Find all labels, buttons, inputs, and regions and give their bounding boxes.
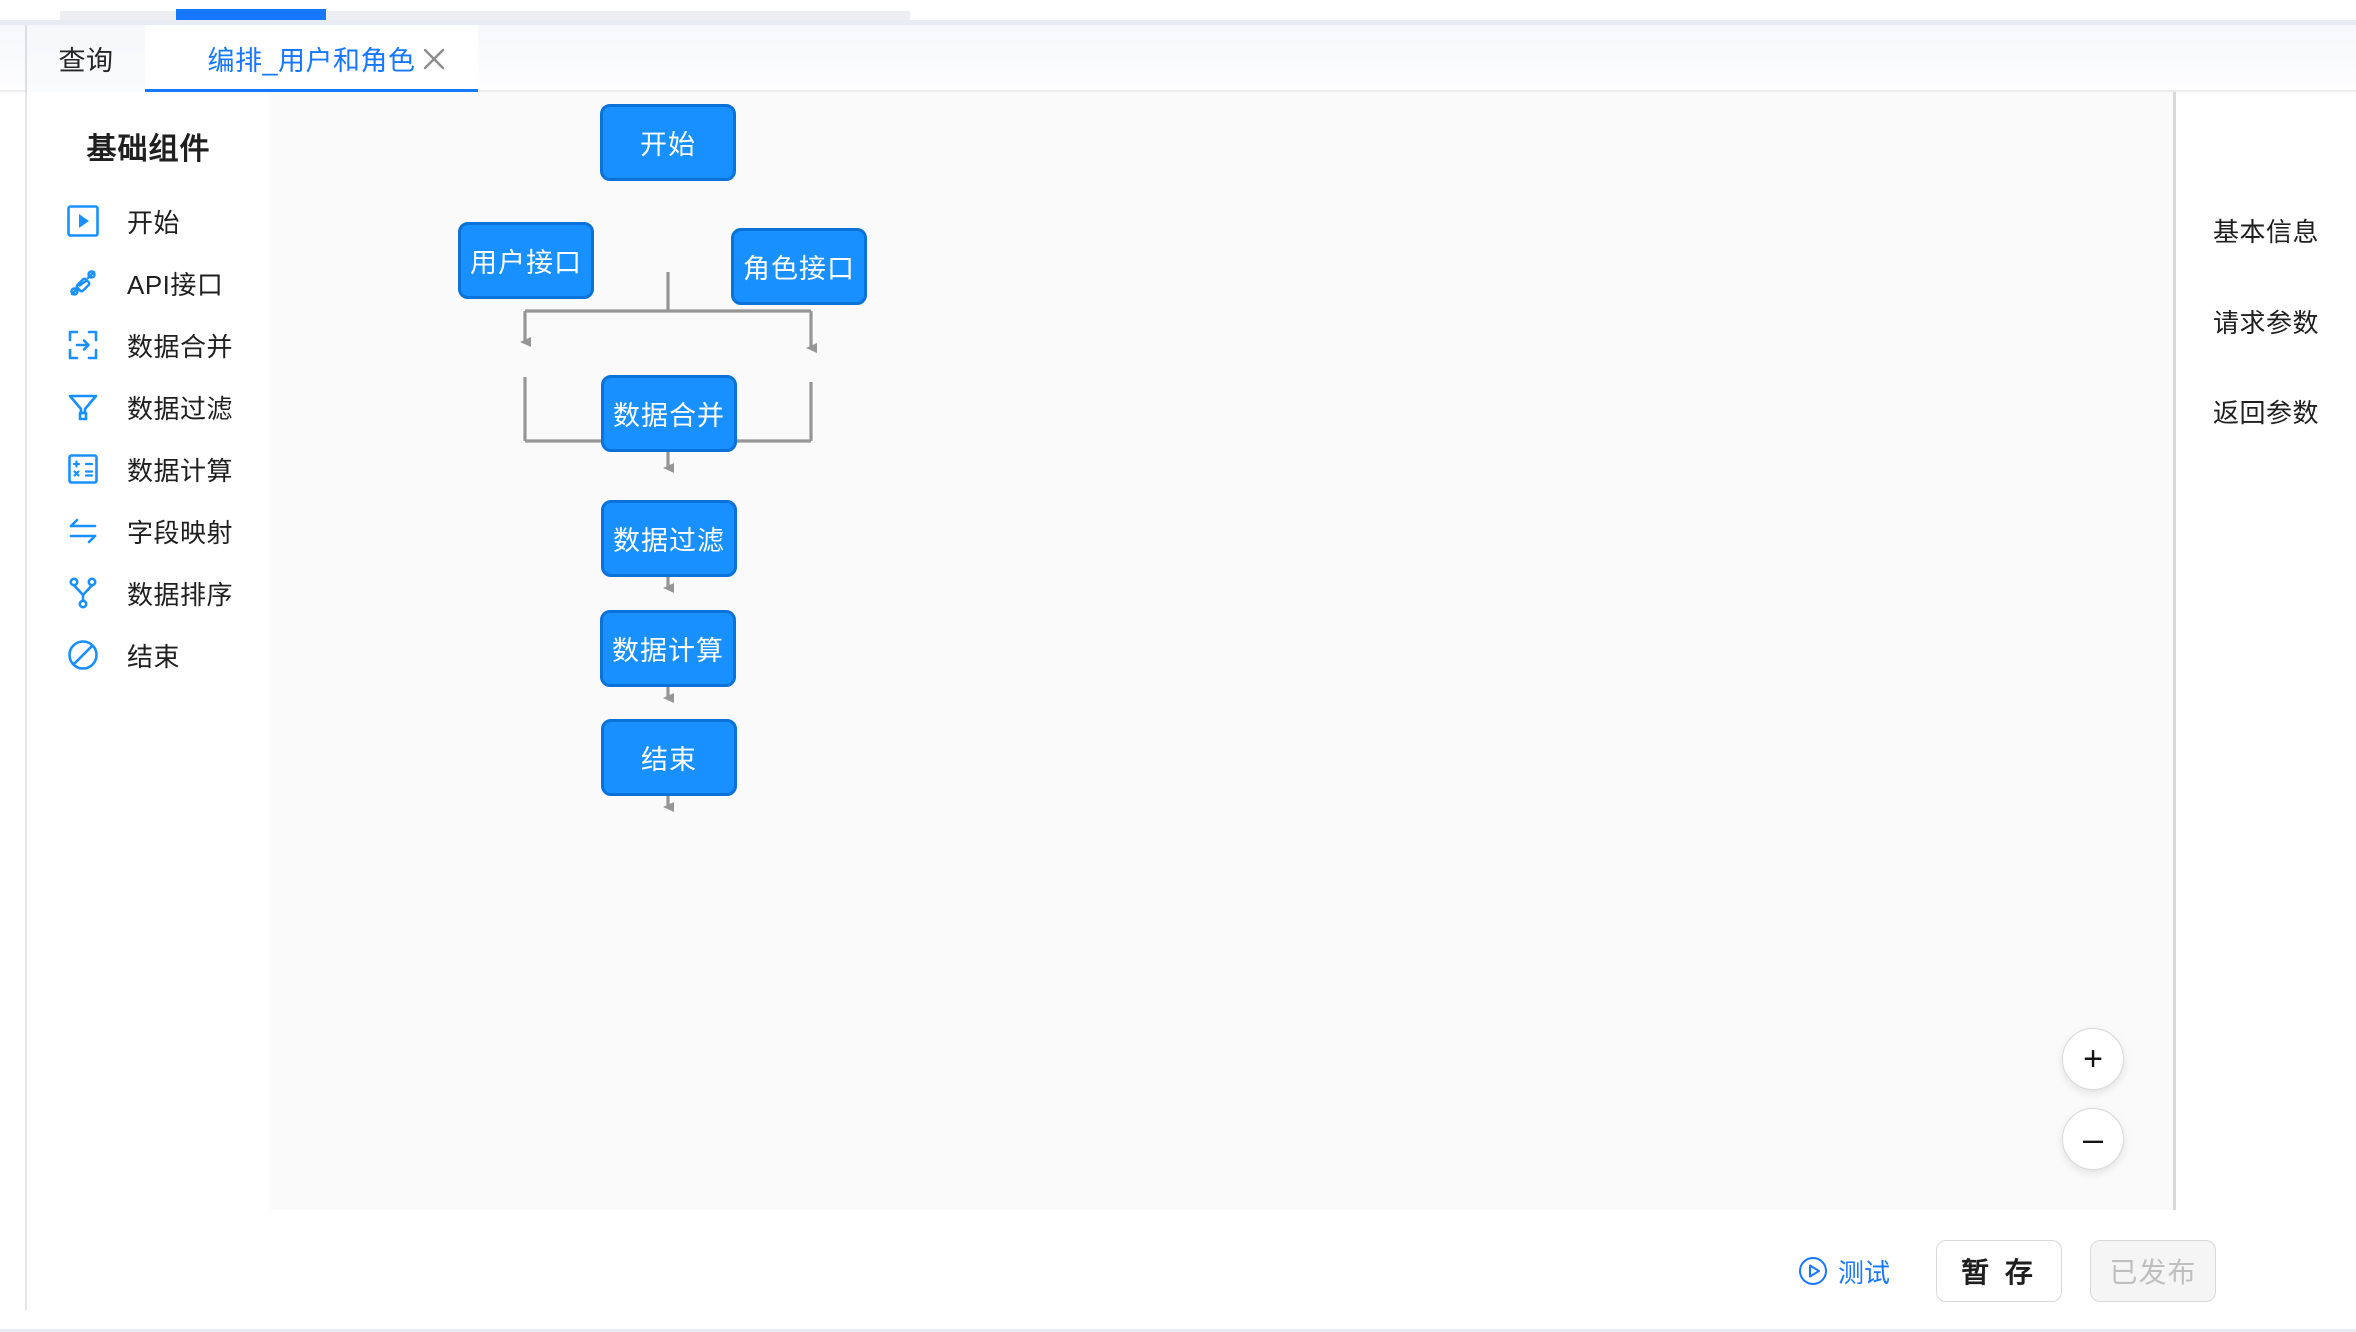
publish-button: 已发布 (2090, 1240, 2216, 1302)
mapping-arrows-icon (65, 513, 101, 549)
action-bar: 测试 暂 存 已发布 (270, 1210, 2356, 1332)
palette-title: 基础组件 (86, 133, 211, 166)
parent-tabbar-strip (0, 0, 2356, 20)
test-button[interactable]: 测试 (1798, 1253, 1890, 1290)
palette-item-list: 开始 API接口 (27, 190, 270, 686)
stop-circle-icon (65, 637, 101, 673)
palette-item-filter-label: 数据过滤 (127, 393, 234, 424)
palette-item-mapping-label: 字段映射 (127, 517, 234, 548)
play-circle-icon (1798, 1256, 1828, 1286)
merge-icon (65, 327, 101, 363)
right-panel-item-response-params[interactable]: 返回参数 (2176, 393, 2356, 430)
palette-item-merge[interactable]: 数据合并 (27, 314, 270, 376)
save-draft-label: 暂 存 (1961, 1257, 2037, 1288)
palette-item-api-label: API接口 (127, 269, 224, 300)
tabbar-left-divider (25, 25, 27, 92)
palette-item-sort-label: 数据排序 (127, 579, 234, 610)
zoom-out-label: – (2082, 1118, 2104, 1159)
right-panel-divider (2173, 92, 2176, 1210)
calculator-icon (65, 451, 101, 487)
zoom-in-button[interactable]: + (2062, 1028, 2124, 1090)
palette-left-divider (25, 92, 27, 1310)
flow-node-user-api[interactable]: 用户接口 (458, 222, 594, 299)
tab-orchestration[interactable]: 编排_用户和角色 (145, 25, 478, 94)
close-icon[interactable] (420, 45, 448, 73)
flow-node-data-compute-label: 数据计算 (612, 636, 724, 666)
top-divider (0, 20, 2356, 25)
zoom-in-label: + (2083, 1040, 2103, 1078)
parent-tabbar-background (60, 11, 910, 20)
palette-item-compute-label: 数据计算 (127, 455, 234, 486)
right-panel-item-response-params-label: 返回参数 (2212, 398, 2319, 428)
flow-node-data-filter-label: 数据过滤 (613, 526, 725, 556)
right-panel-item-basic-info-label: 基本信息 (2212, 217, 2319, 247)
zoom-out-button[interactable]: – (2062, 1108, 2124, 1170)
flow-node-user-api-label: 用户接口 (470, 248, 582, 278)
palette-item-compute[interactable]: 数据计算 (27, 438, 270, 500)
flow-node-data-compute[interactable]: 数据计算 (600, 610, 736, 687)
flow-node-end[interactable]: 结束 (601, 719, 737, 796)
right-panel-item-request-params-label: 请求参数 (2212, 308, 2319, 338)
tab-query[interactable]: 查询 (27, 25, 145, 92)
right-panel-item-request-params[interactable]: 请求参数 (2176, 303, 2356, 340)
flow-node-start[interactable]: 开始 (600, 104, 736, 181)
flow-canvas[interactable]: 开始 用户接口 角色接口 数据合并 数据过滤 数据计算 结束 (270, 92, 2173, 1210)
palette-item-start[interactable]: 开始 (27, 190, 270, 252)
parent-tab-active-indicator (176, 9, 326, 20)
bottom-divider (0, 1329, 2356, 1332)
palette-item-end-label: 结束 (127, 641, 181, 672)
component-palette: 基础组件 开始 (27, 92, 270, 1310)
palette-item-merge-label: 数据合并 (127, 331, 234, 362)
palette-item-filter[interactable]: 数据过滤 (27, 376, 270, 438)
flow-node-data-merge[interactable]: 数据合并 (601, 375, 737, 452)
publish-label: 已发布 (2109, 1257, 2197, 1288)
palette-item-start-label: 开始 (127, 207, 181, 238)
flow-node-start-label: 开始 (640, 130, 696, 160)
tab-query-label: 查询 (58, 46, 114, 76)
flow-node-data-merge-label: 数据合并 (613, 401, 725, 431)
properties-panel: 基本信息 请求参数 返回参数 (2176, 92, 2356, 1310)
play-square-icon (65, 203, 101, 239)
tab-orchestration-label: 编排_用户和角色 (207, 46, 416, 76)
flow-node-role-api[interactable]: 角色接口 (731, 228, 867, 305)
api-plug-icon (65, 265, 101, 301)
filter-funnel-icon (65, 389, 101, 425)
flow-node-role-api-label: 角色接口 (743, 254, 855, 284)
save-draft-button[interactable]: 暂 存 (1936, 1240, 2062, 1302)
palette-item-sort[interactable]: 数据排序 (27, 562, 270, 624)
branch-sort-icon (65, 575, 101, 611)
palette-item-mapping[interactable]: 字段映射 (27, 500, 270, 562)
test-button-label: 测试 (1837, 1257, 1890, 1288)
right-panel-item-basic-info[interactable]: 基本信息 (2176, 212, 2356, 249)
palette-item-api[interactable]: API接口 (27, 252, 270, 314)
palette-item-end[interactable]: 结束 (27, 624, 270, 686)
flow-node-end-label: 结束 (641, 745, 697, 775)
tab-active-underline (145, 89, 478, 94)
flow-node-data-filter[interactable]: 数据过滤 (601, 500, 737, 577)
